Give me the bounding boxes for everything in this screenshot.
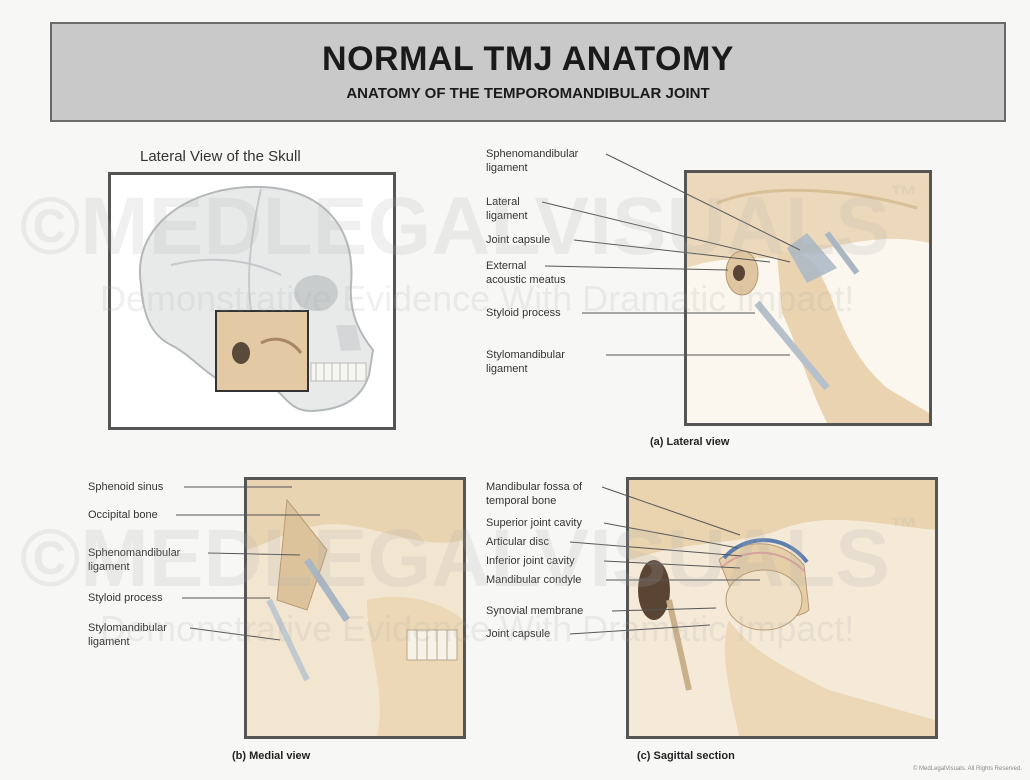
copyright-notice: © MedLegalVisuals. All Rights Reserved. [913,766,1022,772]
